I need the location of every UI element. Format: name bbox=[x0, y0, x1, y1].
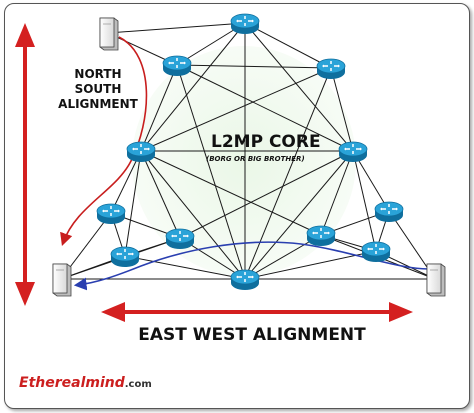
router-icon[interactable] bbox=[361, 241, 391, 262]
server-icon[interactable] bbox=[426, 263, 446, 297]
north-south-line-3: ALIGNMENT bbox=[58, 97, 138, 111]
network-link bbox=[244, 22, 332, 69]
network-link bbox=[140, 64, 178, 152]
router-icon[interactable] bbox=[230, 13, 260, 34]
router-icon[interactable] bbox=[126, 141, 156, 162]
node-layer bbox=[52, 13, 446, 297]
network-link bbox=[176, 64, 332, 69]
router-icon[interactable] bbox=[110, 246, 140, 267]
network-link bbox=[140, 150, 181, 239]
network-diagram: L2MP CORE (BORG OR BIG BROTHER) NORTH SO… bbox=[15, 13, 446, 391]
router-icon[interactable] bbox=[306, 225, 336, 246]
core-title: L2MP CORE bbox=[211, 132, 321, 152]
router-icon[interactable] bbox=[338, 141, 368, 162]
network-link bbox=[330, 67, 354, 152]
network-link bbox=[124, 150, 142, 257]
network-link bbox=[244, 22, 354, 152]
north-south-line-2: SOUTH bbox=[75, 82, 122, 96]
router-icon[interactable] bbox=[162, 55, 192, 76]
brand-suffix: .com bbox=[125, 379, 152, 390]
diagram-frame: L2MP CORE (BORG OR BIG BROTHER) NORTH SO… bbox=[4, 3, 470, 409]
north-south-line-1: NORTH bbox=[74, 67, 121, 81]
network-link bbox=[244, 234, 322, 280]
router-icon[interactable] bbox=[96, 203, 126, 224]
core-glow bbox=[132, 46, 356, 276]
network-link bbox=[176, 64, 354, 152]
network-link bbox=[124, 255, 246, 280]
network-link bbox=[179, 150, 354, 239]
east-west-label: EAST WEST ALIGNMENT bbox=[138, 325, 366, 345]
core-subtitle: (BORG OR BIG BROTHER) bbox=[206, 155, 305, 163]
network-link bbox=[320, 150, 354, 236]
router-icon[interactable] bbox=[165, 228, 195, 249]
network-link bbox=[244, 67, 332, 280]
network-link bbox=[140, 150, 322, 236]
network-link bbox=[107, 22, 246, 34]
network-link bbox=[352, 150, 377, 252]
north-south-flow-arrow bbox=[60, 36, 148, 247]
brand-prefix: Etherealmind bbox=[19, 375, 126, 391]
north-south-axis-arrow bbox=[15, 23, 35, 306]
network-link bbox=[244, 150, 354, 280]
brand-logo: Etherealmind.com bbox=[19, 375, 152, 391]
router-icon[interactable] bbox=[316, 58, 346, 79]
router-icon[interactable] bbox=[374, 201, 404, 222]
server-icon[interactable] bbox=[99, 17, 119, 51]
network-link bbox=[140, 67, 332, 152]
network-link bbox=[140, 150, 246, 280]
network-link bbox=[140, 22, 246, 152]
north-south-label: NORTH SOUTH ALIGNMENT bbox=[58, 67, 138, 111]
server-icon[interactable] bbox=[52, 263, 72, 297]
svg-text:Etherealmind.com: Etherealmind.com bbox=[19, 375, 152, 391]
router-icon[interactable] bbox=[230, 269, 260, 290]
east-west-axis-arrow bbox=[101, 302, 413, 322]
